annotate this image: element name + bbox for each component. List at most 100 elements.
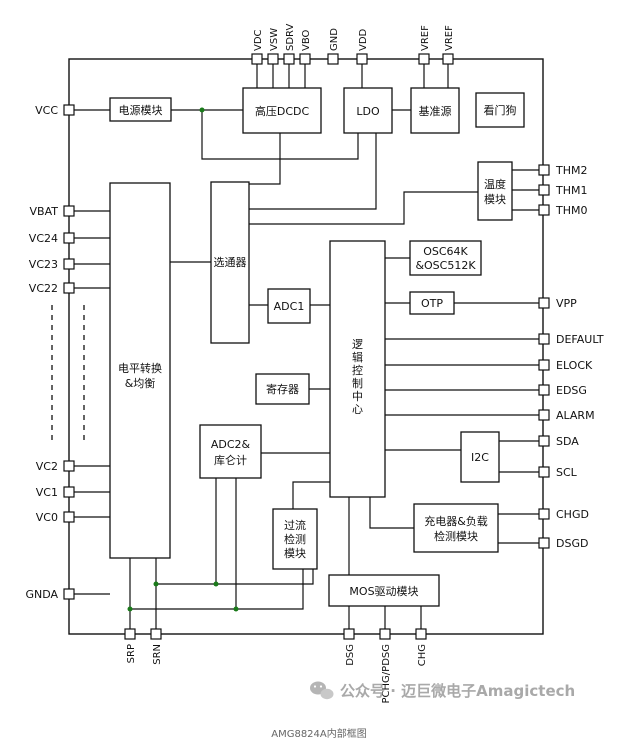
- wires: [74, 62, 539, 629]
- svg-text:ADC1: ADC1: [274, 300, 305, 313]
- svg-text:控: 控: [352, 363, 363, 377]
- svg-text:库仑计: 库仑计: [214, 453, 247, 467]
- label-pin-thm1: THM1: [555, 184, 587, 197]
- pin-chgd: [538, 508, 550, 520]
- pin-dsg: [343, 628, 355, 640]
- pin-gnda: [63, 588, 75, 600]
- pin-thm2: [538, 164, 550, 176]
- block-osc: OSC64K &OSC512K: [409, 240, 482, 276]
- label-pin-vref-2: VREF: [444, 25, 455, 51]
- label-pin-sda: SDA: [556, 435, 579, 448]
- svg-text:电源模块: 电源模块: [119, 103, 163, 117]
- pin-thm1: [538, 184, 550, 196]
- pin-vpp: [538, 297, 550, 309]
- label-pin-vbo: VBO: [301, 29, 312, 51]
- label-pin-vpp: VPP: [556, 297, 577, 310]
- svg-text:&均衡: &均衡: [125, 377, 156, 390]
- svg-text:辑: 辑: [352, 350, 363, 364]
- label-pin-dsg: DSG: [345, 644, 356, 666]
- svg-text:心: 心: [352, 403, 363, 416]
- left-pins: VCC VBAT VC24 VC23 VC22 VC2 VC1 VC0 GNDA: [25, 104, 75, 601]
- svg-text:检测: 检测: [284, 532, 306, 546]
- svg-text:寄存器: 寄存器: [266, 382, 299, 396]
- block-overcurrent: 过流 检测 模块: [272, 508, 318, 570]
- svg-text:看门狗: 看门狗: [484, 103, 517, 117]
- pin-sdrv: [283, 53, 295, 65]
- pin-vc1: [63, 486, 75, 498]
- block-ldo: LDO: [343, 87, 393, 134]
- label-pin-vc1: VC1: [36, 486, 58, 499]
- label-pin-vc24: VC24: [29, 232, 58, 245]
- svg-text:过流: 过流: [284, 518, 306, 532]
- right-pins: THM2 THM1 THM0 VPP DEFAULT ELOCK EDSG AL…: [538, 164, 604, 550]
- svg-text:逻: 逻: [352, 338, 363, 351]
- label-pin-vc2: VC2: [36, 460, 58, 473]
- pin-dsgd: [538, 537, 550, 549]
- pin-thm0: [538, 204, 550, 216]
- pin-vbat: [63, 205, 75, 217]
- label-pin-srp: SRP: [126, 644, 137, 663]
- block-mos-driver: MOS驱动模块: [328, 574, 440, 607]
- label-pin-elock: ELOCK: [556, 359, 593, 372]
- svg-text:制: 制: [352, 377, 363, 390]
- label-pin-dsgd: DSGD: [556, 537, 588, 550]
- pin-default: [538, 333, 550, 345]
- figure-caption: AMG8824A内部框图: [271, 727, 367, 740]
- bottom-pins: SRP SRN DSG PCHG/PDSG CHG: [124, 628, 428, 703]
- block-mux: 选通器: [210, 181, 250, 344]
- label-pin-gnda: GNDA: [25, 588, 58, 601]
- block-logic-center: 逻 辑 控 制 中 心: [329, 240, 386, 498]
- svg-text:模块: 模块: [484, 193, 506, 206]
- pin-vc23: [63, 258, 75, 270]
- pin-vref-1: [418, 53, 430, 65]
- svg-text:选通器: 选通器: [214, 256, 247, 269]
- block-reference: 基准源: [410, 87, 460, 134]
- label-pin-alarm: ALARM: [556, 409, 595, 422]
- pin-scl: [538, 466, 550, 478]
- pin-gnd: [327, 53, 339, 65]
- label-pin-sdrv: SDRV: [285, 24, 296, 51]
- svg-text:MOS驱动模块: MOS驱动模块: [349, 585, 418, 598]
- top-pins: VDC VSW SDRV VBO GND VDD VREF VREF: [251, 24, 455, 65]
- label-pin-chg: CHG: [417, 644, 428, 666]
- block-adc1: ADC1: [267, 288, 311, 324]
- svg-text:温度: 温度: [484, 177, 506, 191]
- label-pin-pchg-pdsg: PCHG/PDSG: [381, 644, 392, 703]
- pin-vc22: [63, 282, 75, 294]
- pin-edsg: [538, 384, 550, 396]
- pin-vdc: [251, 53, 263, 65]
- watermark: 公众号 · 迈巨微电子Amagictech: [310, 681, 575, 700]
- label-pin-vsw: VSW: [269, 28, 280, 51]
- pin-sda: [538, 435, 550, 447]
- block-adc2: ADC2& 库仑计: [199, 424, 262, 479]
- svg-text:I2C: I2C: [471, 451, 489, 464]
- label-pin-chgd: CHGD: [556, 508, 589, 521]
- svg-text:充电器&负载: 充电器&负载: [424, 514, 488, 528]
- pin-vdd: [356, 53, 368, 65]
- pin-chg: [415, 628, 427, 640]
- block-temp-module: 温度 模块: [477, 161, 513, 221]
- label-pin-scl: SCL: [556, 466, 578, 479]
- label-pin-thm0: THM0: [555, 204, 587, 217]
- pin-elock: [538, 359, 550, 371]
- block-watchdog: 看门狗: [475, 92, 525, 128]
- svg-text:LDO: LDO: [356, 105, 380, 118]
- label-pin-thm2: THM2: [555, 164, 587, 177]
- svg-text:OSC64K: OSC64K: [423, 245, 468, 258]
- pin-vc24: [63, 232, 75, 244]
- label-pin-vc23: VC23: [29, 258, 58, 271]
- block-level-shift: 电平转换 &均衡: [109, 182, 171, 559]
- svg-text:检测模块: 检测模块: [434, 529, 478, 543]
- svg-text:基准源: 基准源: [419, 104, 452, 118]
- svg-text:OTP: OTP: [421, 297, 443, 310]
- pin-vc0: [63, 511, 75, 523]
- block-otp: OTP: [409, 291, 455, 315]
- pin-vc2: [63, 460, 75, 472]
- label-pin-gnd: GND: [329, 28, 340, 51]
- pin-srp: [124, 628, 136, 640]
- label-pin-vc22: VC22: [29, 282, 58, 295]
- label-pin-vbat: VBAT: [30, 205, 59, 218]
- pin-vcc: [63, 104, 75, 116]
- pin-srn: [150, 628, 162, 640]
